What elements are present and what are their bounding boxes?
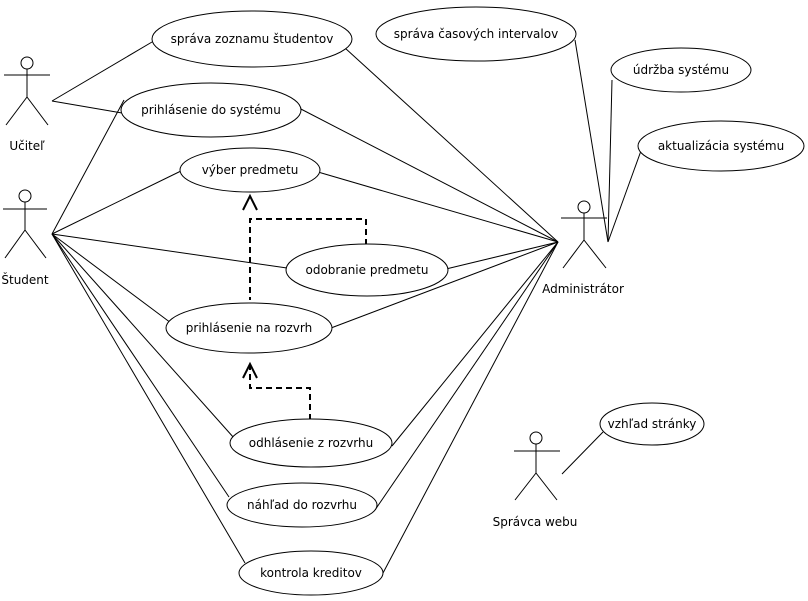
assoc-student-subject-removal [51,233,288,269]
use-case-subject-removal: odobranie predmetu [285,243,449,297]
svg-text:prihlásenie do systému: prihlásenie do systému [141,103,281,117]
assoc-admin-update [607,147,643,243]
svg-text:náhľad do rozvrhu: náhľad do rozvrhu [247,498,357,512]
use-case-schedule-signup: prihlásenie na rozvrh [165,302,333,354]
use-case-update: aktualizácia systému [637,120,805,172]
use-case-login: prihlásenie do systému [120,82,302,138]
assoc-webmaster-page-look [561,431,604,475]
use-case-schedule-signout: odhlásenie z rozvrhu [229,418,393,468]
svg-text:údržba systému: údržba systému [633,63,729,77]
assoc-admin-subject-removal [445,241,559,270]
svg-text:odhlásenie z rozvrhu: odhlásenie z rozvrhu [249,436,373,450]
assoc-admin-login [296,106,559,243]
svg-text:správa zoznamu študentov: správa zoznamu študentov [171,32,334,46]
assoc-teacher-students-management [51,41,153,102]
associations [51,39,643,574]
use-case-students-management: správa zoznamu študentov [151,10,353,68]
actor-student: Študent [1,189,49,287]
assoc-admin-credit-check [382,241,559,574]
actor-webmaster: Správca webu [493,431,578,529]
actor-teacher: Učiteľ [4,56,50,153]
actor-student-label: Študent [1,272,49,287]
svg-text:odobranie predmetu: odobranie predmetu [305,263,428,277]
svg-text:správa časových intervalov: správa časových intervalov [394,27,558,41]
assoc-admin-maintenance [607,79,613,243]
assoc-student-login [51,99,125,235]
dependency-arrowhead-selection [242,193,258,211]
dependency-arrowhead-signup [242,361,258,379]
assoc-admin-schedule-view [374,241,559,511]
assoc-admin-subject-selection [317,171,559,243]
assoc-student-credit-check [51,233,246,564]
dependency-signout-to-signup [249,366,311,420]
actor-webmaster-label: Správca webu [493,515,578,529]
assoc-student-subject-selection [51,169,184,235]
assoc-student-schedule-signout [51,233,235,439]
assoc-student-schedule-signup [51,233,172,324]
svg-text:vzhľad stránky: vzhľad stránky [608,417,697,431]
actor-teacher-label: Učiteľ [9,139,45,153]
assoc-admin-students-management [344,47,559,243]
assoc-teacher-login [51,100,123,114]
svg-text:aktualizácia systému: aktualizácia systému [658,139,784,153]
use-case-maintenance: údržba systému [610,47,752,93]
assoc-admin-schedule-signup [330,241,559,329]
use-case-page-look: vzhľad stránky [599,402,705,446]
assoc-admin-schedule-signout [391,241,559,447]
use-case-schedule-view: náhľad do rozvrhu [226,482,378,528]
dependencies [242,193,367,420]
svg-text:kontrola kreditov: kontrola kreditov [260,566,362,580]
actor-admin-label: Administrátor [542,282,624,296]
dependency-removal-to-selection [249,218,367,300]
svg-text:prihlásenie na rozvrh: prihlásenie na rozvrh [186,321,312,335]
use-case-subject-selection: výber predmetu [179,147,321,193]
actor-admin: Administrátor [542,200,624,296]
assoc-student-schedule-view [51,233,230,498]
use-case-time-intervals: správa časových intervalov [375,6,577,62]
svg-text:výber predmetu: výber predmetu [202,163,299,177]
assoc-admin-time-intervals [574,39,609,243]
use-case-credit-check: kontrola kreditov [238,550,384,596]
